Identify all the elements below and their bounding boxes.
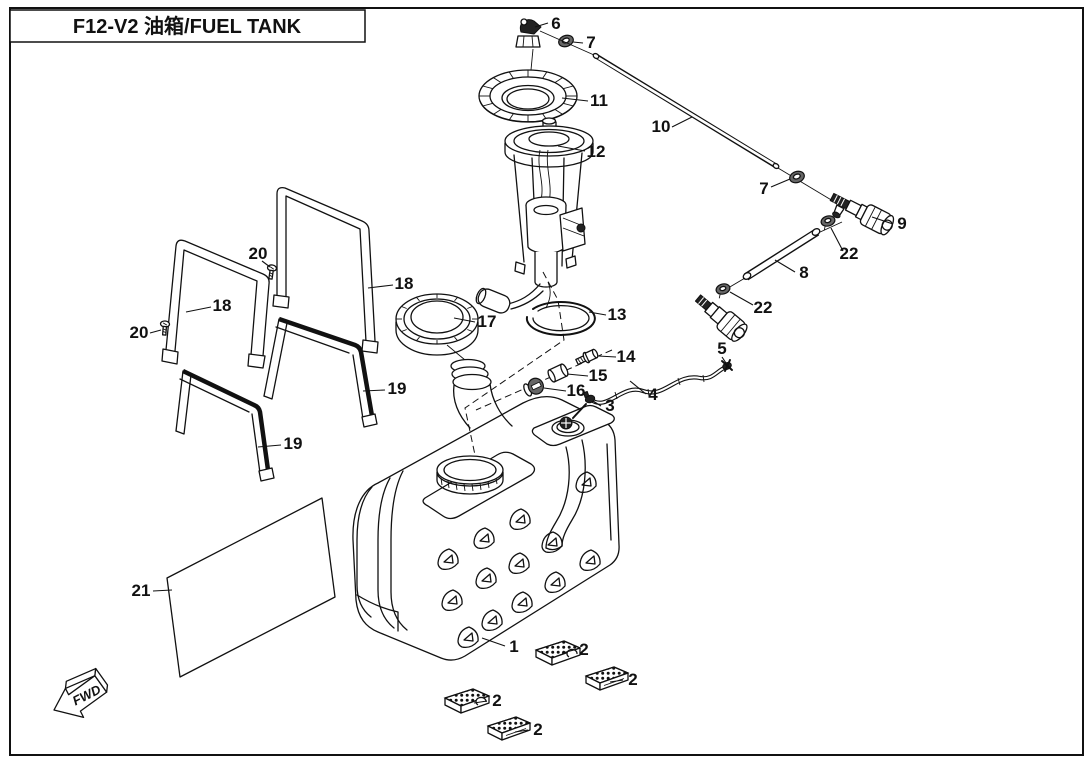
callout-label: 3 [605, 396, 614, 415]
callouts: 6 7 11 12 10 7 9 22 [130, 14, 907, 739]
callout-label: 20 [249, 244, 268, 263]
callout-19-right: 19 [362, 379, 407, 398]
callout-17: 17 [453, 312, 497, 331]
callout-label: 2 [579, 640, 588, 659]
elbow-fitting [694, 294, 748, 342]
filler-neck [450, 358, 513, 429]
strap-19-lower [175, 368, 275, 482]
fuel-rod [539, 30, 834, 202]
callout-15: 15 [566, 366, 608, 385]
callout-19-lower: 19 [257, 434, 303, 453]
callout-22-lower: 22 [729, 291, 773, 317]
fitting-9 [829, 192, 895, 236]
callout-label: 17 [478, 312, 497, 331]
callout-label: 21 [132, 581, 151, 600]
strap-19-right [263, 316, 378, 428]
callout-6: 6 [534, 14, 561, 33]
outlet-elbow-6 [515, 18, 542, 71]
callout-label: 12 [587, 142, 606, 161]
bushing-15 [547, 363, 569, 383]
callout-label: 14 [617, 347, 636, 366]
callout-13: 13 [588, 305, 627, 324]
callout-label: 7 [759, 179, 768, 198]
callout-20-left: 20 [130, 323, 162, 342]
page-title: F12-V2 油箱/FUEL TANK [73, 14, 302, 38]
callout-label: 16 [567, 381, 586, 400]
callout-2-b: 2 [609, 670, 638, 689]
bolt-14 [575, 348, 599, 366]
callout-4: 4 [629, 380, 658, 404]
callout-label: 1 [509, 637, 518, 656]
lock-ring [478, 69, 578, 123]
vent-hose [588, 366, 726, 405]
callout-1: 1 [481, 637, 519, 656]
callout-label: 4 [648, 385, 658, 404]
callout-label: 2 [492, 691, 501, 710]
callout-label: 15 [589, 366, 608, 385]
callout-label: 11 [590, 91, 608, 110]
callout-21: 21 [132, 581, 173, 600]
strap-18-left [161, 239, 270, 369]
callout-14: 14 [597, 347, 636, 366]
callout-18-right: 18 [367, 274, 414, 293]
construction-lines [464, 271, 565, 456]
fwd-arrow: FWD [53, 667, 109, 719]
title-box [9, 9, 366, 43]
callout-label: 22 [840, 244, 859, 263]
callout-label: 2 [533, 720, 542, 739]
callout-2-d: 2 [514, 720, 543, 739]
callout-label: 22 [754, 298, 773, 317]
callout-3: 3 [592, 396, 615, 415]
callout-2-a: 2 [561, 640, 589, 659]
callout-7-mid: 7 [759, 178, 791, 198]
callout-label: 9 [897, 214, 906, 233]
callout-label: 20 [130, 323, 149, 342]
callout-11: 11 [561, 91, 608, 110]
callout-5: 5 [717, 339, 727, 364]
callout-8: 8 [774, 259, 809, 282]
callout-18-left: 18 [185, 296, 232, 315]
callout-label: 18 [213, 296, 232, 315]
callout-20-top: 20 [249, 244, 271, 268]
callout-label: 19 [388, 379, 407, 398]
callout-10: 10 [652, 116, 693, 136]
film-sheet [166, 497, 336, 678]
callout-12: 12 [557, 142, 606, 161]
callout-16: 16 [543, 381, 586, 400]
clamp-3 [582, 390, 596, 404]
callout-9: 9 [871, 214, 907, 233]
callout-label: 5 [717, 339, 726, 358]
callout-7-top: 7 [572, 33, 596, 52]
grommet-16 [523, 377, 545, 397]
strap-18-right [272, 186, 379, 354]
vent-valve [559, 403, 587, 430]
callout-label: 2 [628, 670, 637, 689]
callout-label: 8 [799, 263, 808, 282]
callout-label: 10 [652, 117, 671, 136]
callout-22-upper: 22 [830, 227, 859, 263]
hose-clip-5 [721, 359, 733, 372]
callout-2-c: 2 [473, 691, 502, 710]
callout-label: 13 [608, 305, 627, 324]
tube-8 [717, 221, 843, 295]
callout-label: 19 [284, 434, 303, 453]
callout-label: 7 [586, 33, 595, 52]
fuel-cap [395, 293, 479, 361]
callout-label: 18 [395, 274, 414, 293]
fuel-tank [352, 396, 620, 661]
callout-label: 6 [551, 14, 560, 33]
seal-ring [525, 300, 596, 336]
